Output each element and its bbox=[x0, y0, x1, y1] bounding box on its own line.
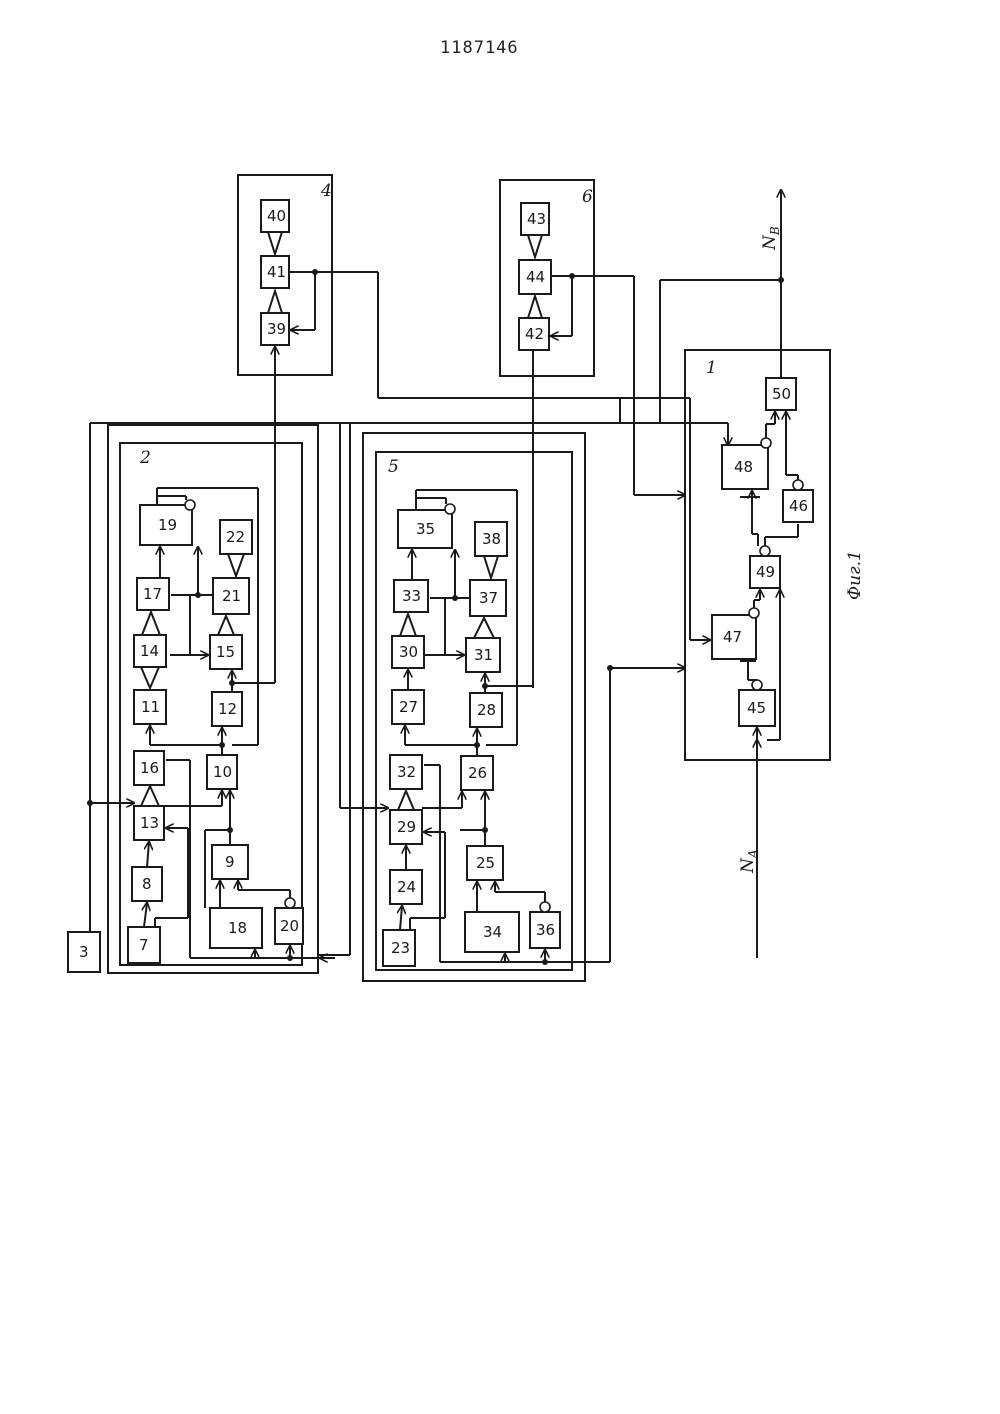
bus-14-17 bbox=[142, 612, 160, 635]
block-18-label: 18 bbox=[228, 919, 247, 937]
bus-22-21 bbox=[228, 554, 244, 576]
block-42-label: 42 bbox=[525, 325, 544, 343]
block-40-label: 40 bbox=[267, 207, 286, 225]
block-7-label: 7 bbox=[139, 936, 149, 954]
bus-15-21 bbox=[218, 616, 234, 635]
block-10-label: 10 bbox=[213, 763, 232, 781]
unit-5-label: 5 bbox=[388, 457, 399, 477]
inverter-20 bbox=[285, 898, 295, 908]
block-36-label: 36 bbox=[536, 921, 555, 939]
block-44-label: 44 bbox=[526, 268, 545, 286]
block-50-label: 50 bbox=[772, 385, 791, 403]
block-48-label: 48 bbox=[734, 458, 753, 476]
signal-na: NA bbox=[738, 849, 760, 874]
bus-39-41 bbox=[268, 291, 282, 313]
block-12-label: 12 bbox=[218, 700, 237, 718]
block-26-label: 26 bbox=[468, 764, 487, 782]
block-19-label: 19 bbox=[158, 516, 177, 534]
figure-caption: Фиг.1 bbox=[845, 550, 865, 600]
unit-2-label: 2 bbox=[139, 448, 151, 468]
block-41-label: 41 bbox=[267, 263, 286, 281]
block-13-label: 13 bbox=[140, 814, 159, 832]
block-15-label: 15 bbox=[216, 643, 235, 661]
bus-42-44 bbox=[528, 296, 542, 318]
block-22-label: 22 bbox=[226, 528, 245, 546]
bus-29-32 bbox=[398, 791, 414, 810]
block-49-label: 49 bbox=[756, 563, 775, 581]
block-21-label: 21 bbox=[222, 587, 241, 605]
block-9-label: 9 bbox=[225, 853, 235, 871]
block-24-label: 24 bbox=[397, 878, 416, 896]
block-29-label: 29 bbox=[397, 818, 416, 836]
block-30-label: 30 bbox=[399, 643, 418, 661]
block-27-label: 27 bbox=[399, 698, 418, 716]
bus-31-37 bbox=[474, 618, 494, 638]
inverter-35 bbox=[445, 504, 455, 514]
inverter-46 bbox=[793, 480, 803, 490]
block-34-label: 34 bbox=[483, 923, 502, 941]
block-38-label: 38 bbox=[482, 530, 501, 548]
block-46-label: 46 bbox=[789, 497, 808, 515]
inverter-19 bbox=[185, 500, 195, 510]
block-14-label: 14 bbox=[140, 642, 159, 660]
block-25-label: 25 bbox=[476, 854, 495, 872]
block-23-label: 23 bbox=[391, 939, 410, 957]
block-17-label: 17 bbox=[143, 585, 162, 603]
block-39-label: 39 bbox=[267, 320, 286, 338]
block-28-label: 28 bbox=[477, 701, 496, 719]
block-35-label: 35 bbox=[416, 520, 435, 538]
unit-1-label: 1 bbox=[706, 358, 717, 378]
inverter-47 bbox=[749, 608, 759, 618]
unit-4-label: 4 bbox=[320, 181, 332, 201]
bus-30-33 bbox=[400, 614, 416, 636]
inverter-49 bbox=[760, 546, 770, 556]
inverter-45 bbox=[752, 680, 762, 690]
block-31-label: 31 bbox=[474, 646, 493, 664]
bus-13-16 bbox=[141, 786, 159, 806]
bus-40-41 bbox=[268, 232, 282, 254]
block-11-label: 11 bbox=[141, 698, 160, 716]
block-47-label: 47 bbox=[723, 628, 742, 646]
signal-nb: NB bbox=[760, 226, 782, 251]
bus-43-44 bbox=[528, 235, 542, 257]
bus-14-11 bbox=[141, 667, 159, 688]
block-37-label: 37 bbox=[479, 589, 498, 607]
inverter-48 bbox=[761, 438, 771, 448]
block-3-label: 3 bbox=[79, 943, 89, 961]
block-16-label: 16 bbox=[140, 759, 159, 777]
inverter-36 bbox=[540, 902, 550, 912]
block-45-label: 45 bbox=[747, 699, 766, 717]
block-32-label: 32 bbox=[397, 763, 416, 781]
bus-38-37 bbox=[484, 556, 498, 578]
unit-6-label: 6 bbox=[582, 187, 593, 207]
block-20-label: 20 bbox=[280, 917, 299, 935]
block-33-label: 33 bbox=[402, 587, 421, 605]
block-43-label: 43 bbox=[527, 210, 546, 228]
block-8-label: 8 bbox=[142, 875, 152, 893]
